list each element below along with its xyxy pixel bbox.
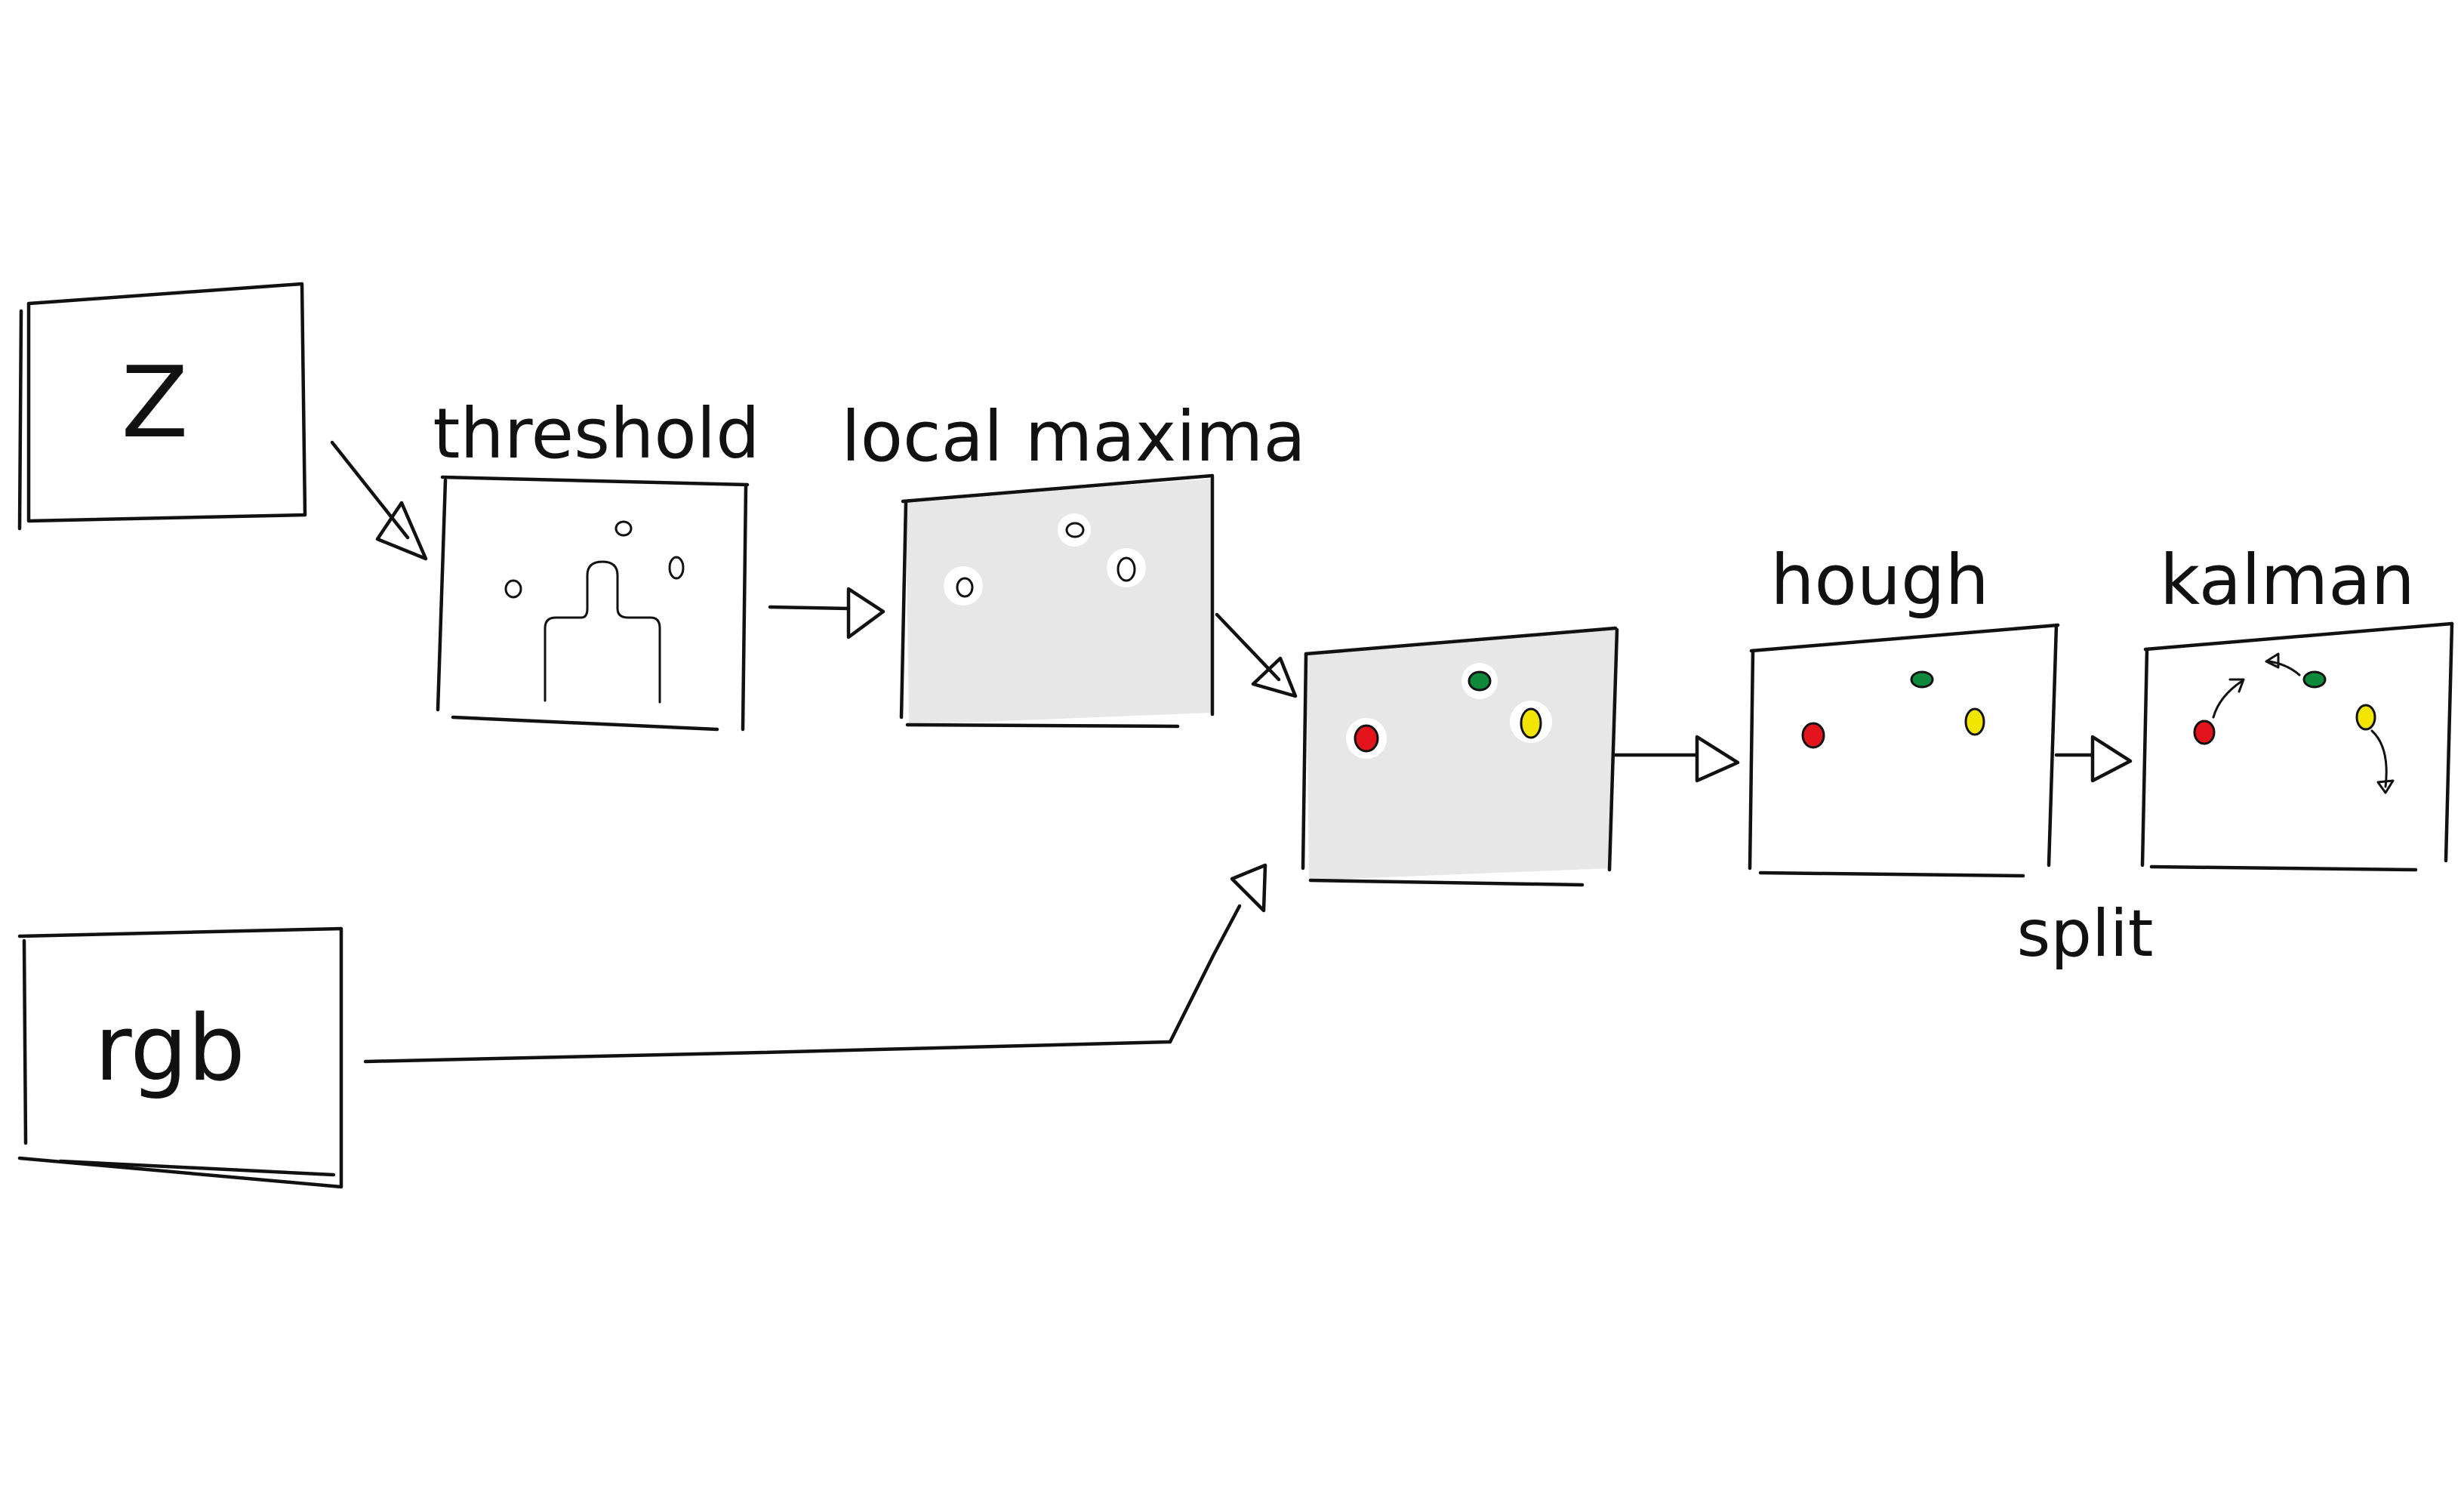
hough-red-blob <box>1801 722 1825 749</box>
threshold-blob-right <box>668 556 685 580</box>
arrow-hough-to-kalman <box>2054 735 2133 783</box>
combined-yellow-blob <box>1520 707 1542 739</box>
threshold-panel: threshold <box>433 393 760 732</box>
local-maxima-label: local maxima <box>841 396 1306 477</box>
arrow-threshold-to-maxima <box>768 587 886 639</box>
arrow-maxima-to-combined <box>1215 612 1298 698</box>
split-label: split <box>2017 896 2154 972</box>
kalman-red-blob <box>2193 720 2216 745</box>
color-input-box: rgb <box>17 926 343 1189</box>
local-maxima-panel: local maxima <box>841 396 1306 729</box>
maxima-blob-top <box>1065 522 1085 538</box>
combined-red-blob <box>1354 724 1379 753</box>
maxima-blob-right <box>1116 556 1136 582</box>
combined-panel <box>1301 626 1619 887</box>
hough-panel: hough <box>1748 540 2060 878</box>
kalman-yellow-motion-arrow <box>2370 729 2388 788</box>
combined-green-blob <box>1468 670 1492 692</box>
arrow-depth-to-threshold <box>330 440 428 561</box>
color-input-label: rgb <box>94 997 245 1102</box>
hough-yellow-blob <box>1964 707 1985 736</box>
kalman-panel: kalman <box>2140 540 2454 872</box>
depth-input-box: Z <box>17 282 307 531</box>
kalman-green-blob <box>2302 670 2327 689</box>
arrow-combined-to-hough <box>1613 735 1740 783</box>
kalman-red-motion-arrow <box>2212 680 2244 719</box>
hough-green-blob <box>1910 670 1934 689</box>
arrow-rgb-to-combined <box>363 863 1267 1064</box>
maxima-blob-left <box>956 577 974 598</box>
kalman-label: kalman <box>2160 540 2415 621</box>
hough-label: hough <box>1770 540 1989 621</box>
person-silhouette <box>544 560 661 704</box>
depth-input-label: Z <box>121 345 188 460</box>
kalman-green-motion-arrow <box>2268 660 2301 676</box>
kalman-yellow-blob <box>2355 704 2376 731</box>
threshold-blob-left <box>504 579 522 599</box>
threshold-label: threshold <box>433 393 759 474</box>
threshold-blob-top <box>614 520 633 537</box>
